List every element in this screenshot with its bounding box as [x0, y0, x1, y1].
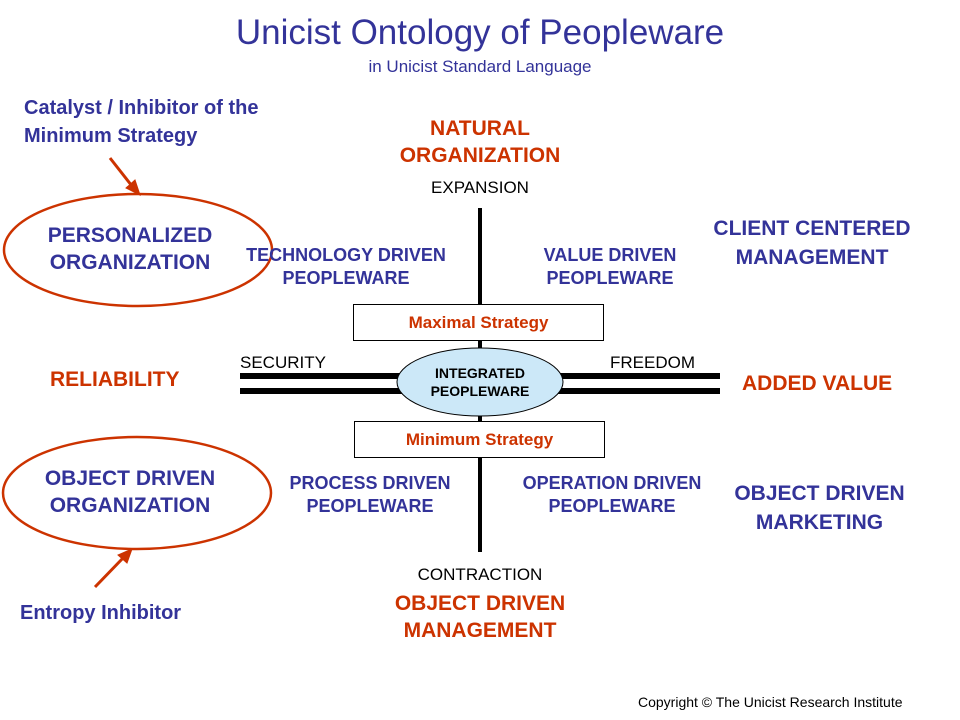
axis-security: SECURITY — [240, 353, 326, 372]
arrow-entropy — [93, 548, 133, 589]
annotation-catalyst: Catalyst / Inhibitor of the Minimum Stra… — [24, 97, 259, 147]
center-ellipse — [396, 347, 564, 417]
axis-expansion: EXPANSION — [431, 178, 529, 197]
center-label: INTEGRATED PEOPLEWARE — [430, 364, 530, 399]
right-label: ADDED VALUE — [742, 372, 893, 395]
annotation-entropy: Entropy Inhibitor — [20, 602, 182, 624]
copyright: Copyright © The Unicist Research Institu… — [638, 694, 903, 710]
arrow-catalyst — [108, 157, 141, 196]
quadrant-technology-driven: TECHNOLOGY DRIVEN PEOPLEWARE — [246, 245, 446, 289]
axis-contraction: CONTRACTION — [417, 565, 543, 584]
object-org-highlight-ellipse — [1, 435, 273, 551]
page-subtitle: in Unicist Standard Language — [368, 57, 592, 76]
top-label: NATURAL ORGANIZATION — [399, 117, 561, 168]
quadrant-value-driven: VALUE DRIVEN PEOPLEWARE — [543, 245, 677, 289]
outer-client-centered-management: CLIENT CENTERED MANAGEMENT — [713, 217, 911, 270]
quadrant-process-driven: PROCESS DRIVEN PEOPLEWARE — [289, 473, 451, 517]
page-title: Unicist Ontology of Peopleware — [235, 13, 725, 52]
outer-object-driven-marketing: OBJECT DRIVEN MARKETING — [734, 482, 905, 535]
quadrant-operation-driven: OPERATION DRIVEN PEOPLEWARE — [522, 473, 702, 517]
maximal-strategy-box: Maximal Strategy — [353, 304, 604, 341]
left-label: RELIABILITY — [50, 368, 180, 391]
minimum-strategy-box: Minimum Strategy — [354, 421, 605, 458]
bottom-label: OBJECT DRIVEN MANAGEMENT — [394, 592, 566, 643]
axis-freedom: FREEDOM — [610, 353, 695, 372]
outer-object-driven-organization: OBJECT DRIVEN ORGANIZATION — [44, 467, 216, 518]
outer-personalized-organization: PERSONALIZED ORGANIZATION — [47, 224, 213, 275]
